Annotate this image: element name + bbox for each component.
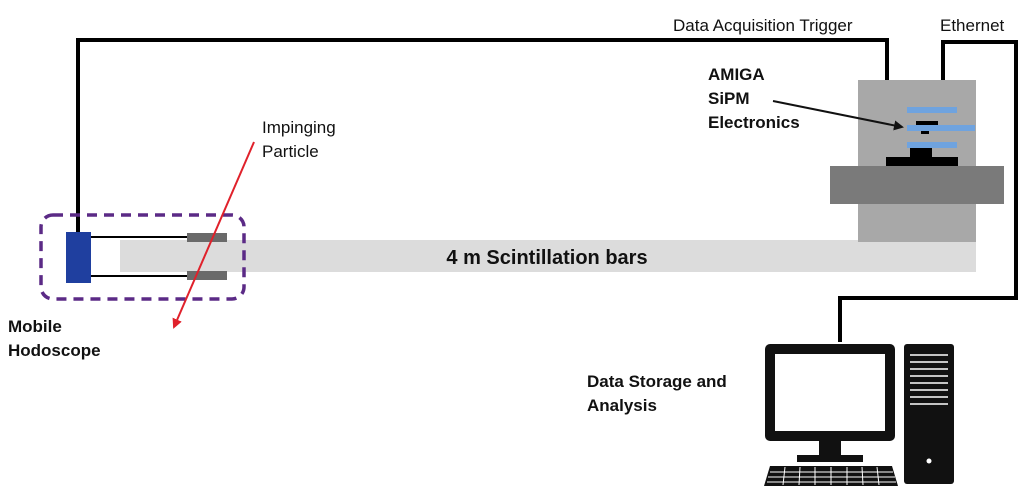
hodoscope-outline xyxy=(39,213,246,301)
ethernet-cable xyxy=(838,40,1018,342)
hodoscope-paddle-bottom xyxy=(187,271,227,280)
particle-arrow xyxy=(172,141,255,329)
electronics-shelf xyxy=(830,166,1004,204)
scintillation-bar xyxy=(120,240,976,272)
trigger-cable xyxy=(76,38,889,232)
impinging-label-line1: Impinging xyxy=(262,118,336,137)
impinging-label-line2: Particle xyxy=(262,142,319,161)
amiga-label-line3: Electronics xyxy=(708,113,800,132)
ethernet-label: Ethernet xyxy=(940,16,1005,35)
storage-label-line1: Data Storage and xyxy=(587,372,727,391)
sipm-board xyxy=(886,107,975,166)
amiga-label-line1: AMIGA xyxy=(708,65,765,84)
bars-label: 4 m Scintillation bars xyxy=(446,247,647,269)
computer-icon xyxy=(764,344,954,486)
amiga-label-line2: SiPM xyxy=(708,89,750,108)
hodoscope-label-line1: Mobile xyxy=(8,317,62,336)
hodoscope-paddle-top xyxy=(187,233,227,242)
trigger-label: Data Acquisition Trigger xyxy=(673,16,853,35)
storage-label-line2: Analysis xyxy=(587,396,657,415)
hodoscope-block xyxy=(66,232,91,283)
sipm-pointer-arrow xyxy=(772,100,904,131)
hodoscope-label-line2: Hodoscope xyxy=(8,341,101,360)
